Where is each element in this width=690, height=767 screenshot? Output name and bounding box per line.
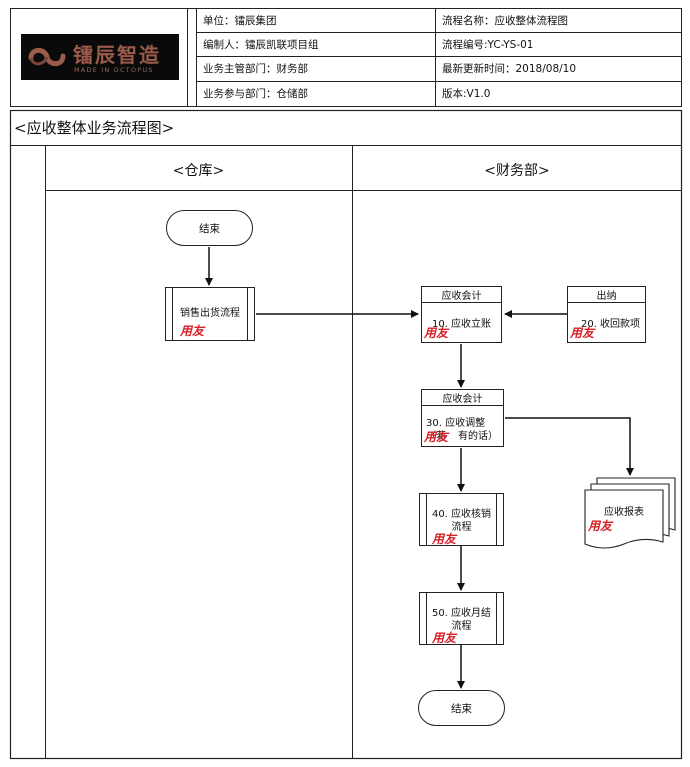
- yonyou-logo: 用友: [588, 519, 613, 533]
- logo-english-text: MADE IN OCTOPUS: [74, 66, 154, 74]
- terminator-start-label: 结束: [199, 222, 220, 235]
- report-label: 应收报表: [604, 507, 644, 518]
- company-logo: 镭辰智造 MADE IN OCTOPUS: [21, 34, 179, 80]
- yonyou-logo: 用友: [432, 631, 457, 645]
- header-participant-dept: 业务参与部门：仓储部: [203, 88, 308, 101]
- terminator-end[interactable]: 结束: [418, 690, 505, 726]
- yonyou-logo: 用友: [570, 326, 595, 340]
- process-sales-shipment-label: 销售出货流程: [180, 308, 240, 319]
- header-process-code: 流程编号:YC-YS-01: [442, 38, 534, 51]
- section-title: <应收整体业务流程图>: [14, 119, 175, 137]
- header-grid: [10, 8, 682, 107]
- process-ar-adjust-role: 应收会计: [422, 390, 503, 406]
- process-ar-entry-role: 应收会计: [422, 287, 501, 303]
- logo-chinese-text: 镭辰智造: [73, 43, 161, 67]
- arrow-adjust-to-report: [505, 417, 634, 476]
- process-ar-adjust-label-1: 30. 应收调整（若: [426, 418, 486, 442]
- yonyou-logo: 用友: [424, 430, 449, 444]
- process-ar-monthly-label-1: 50. 应收月结: [431, 608, 492, 619]
- header-table: [10, 8, 682, 107]
- process-cashier-label: 20. 收回款项: [580, 319, 641, 330]
- process-cashier-role: 出纳: [568, 287, 645, 303]
- report-document-stack: [584, 477, 676, 549]
- yonyou-logo: 用友: [432, 532, 457, 546]
- process-sales-shipment[interactable]: 销售出货流程 用友: [165, 287, 255, 341]
- process-ar-monthly-label-2: 流程: [451, 621, 472, 632]
- process-ar-monthly[interactable]: 50. 应收月结 流程 用友: [419, 592, 504, 645]
- process-ar-adjust-label-2: 有的话）: [458, 431, 498, 442]
- process-ar-writeoff-label-1: 40. 应收核销: [431, 509, 492, 520]
- header-version: 版本:V1.0: [442, 88, 491, 101]
- yonyou-logo: 用友: [180, 324, 205, 338]
- header-owner-dept: 业务主管部门：财务部: [203, 63, 308, 76]
- process-ar-entry-label: 10. 应收立账: [431, 319, 492, 330]
- process-ar-writeoff[interactable]: 40. 应收核销 流程 用友: [419, 493, 504, 546]
- process-cashier-collect[interactable]: 出纳 20. 收回款项 用友: [567, 286, 646, 343]
- lane-title-finance: <财务部>: [484, 163, 550, 179]
- terminator-start[interactable]: 结束: [166, 210, 253, 246]
- lane-title-warehouse: <仓库>: [172, 163, 225, 179]
- octopus-logo-icon: [28, 47, 66, 67]
- yonyou-logo: 用友: [424, 326, 449, 340]
- header-process-name: 流程名称：应收整体流程图: [442, 14, 568, 27]
- header-unit: 单位：镭辰集团: [203, 14, 277, 27]
- process-ar-writeoff-label-2: 流程: [451, 522, 472, 533]
- process-ar-entry[interactable]: 应收会计 10. 应收立账 用友: [421, 286, 502, 343]
- terminator-end-label: 结束: [451, 702, 472, 715]
- process-ar-adjust[interactable]: 应收会计 30. 应收调整（若 有的话） 用友: [421, 389, 504, 447]
- header-author: 编制人：镭辰凯联项目组: [203, 38, 319, 51]
- header-updated: 最新更新时间：2018/08/10: [442, 63, 577, 76]
